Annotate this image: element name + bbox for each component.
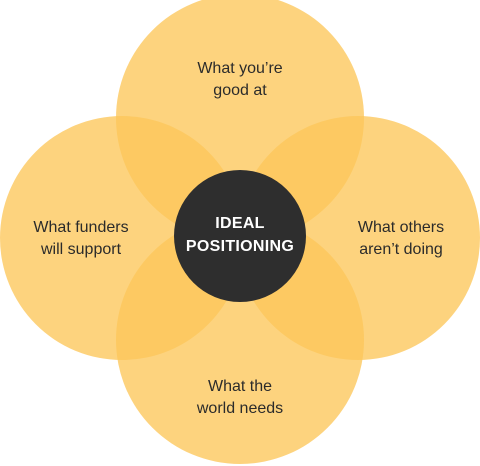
label-left-line2: will support	[40, 241, 122, 258]
center-circle	[174, 170, 306, 302]
label-bottom-line1: What the	[207, 378, 273, 395]
label-bottom-line2: world needs	[196, 400, 284, 417]
label-left: What funders will support	[14, 217, 148, 261]
label-right-line2: aren’t doing	[359, 241, 443, 258]
label-top-line1: What you’re	[197, 60, 283, 77]
label-top-line2: good at	[213, 82, 267, 99]
label-right: What others aren’t doing	[336, 217, 466, 261]
circle-left	[0, 116, 244, 360]
label-right-line1: What others	[357, 219, 445, 236]
label-bottom: What the world needs	[180, 376, 300, 420]
center-label-line1: IDEAL	[215, 215, 265, 232]
label-left-line1: What funders	[33, 219, 129, 236]
center-label-line2: POSITIONING	[185, 238, 295, 255]
center-label: IDEAL POSITIONING	[180, 212, 300, 258]
label-top: What you’re good at	[178, 58, 302, 102]
